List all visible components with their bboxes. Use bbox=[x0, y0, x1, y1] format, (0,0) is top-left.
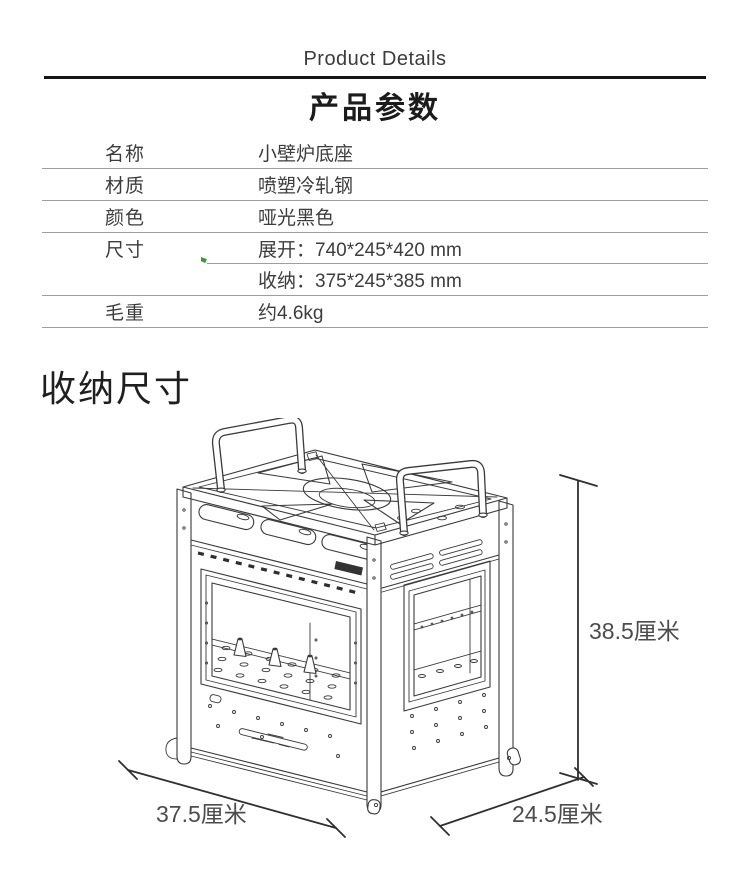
right-window-interior bbox=[414, 577, 481, 678]
depth-dimension-line bbox=[430, 767, 594, 836]
left-foot bbox=[165, 737, 178, 760]
front-lower-rivets bbox=[208, 704, 340, 758]
spec-value: 哑光黑色 bbox=[258, 208, 335, 229]
right-handle bbox=[395, 459, 488, 536]
height-dimension-label: 38.5厘米 bbox=[589, 618, 680, 644]
side-tab bbox=[209, 694, 222, 704]
section-eyebrow: Product Details bbox=[303, 48, 447, 70]
spec-row-size: 尺寸 展开：740*245*420 mm 收纳：375*245*385 mm bbox=[42, 233, 708, 296]
spec-row-weight: 毛重 约4.6kg bbox=[42, 296, 708, 328]
depth-dimension-label: 24.5厘米 bbox=[512, 801, 603, 827]
spec-label: 毛重 bbox=[105, 303, 146, 324]
brand-badge bbox=[334, 561, 363, 576]
width-dimension-label: 37.5厘米 bbox=[156, 801, 247, 827]
window-frame-rivets bbox=[205, 601, 357, 685]
spec-value-folded: 收纳：375*245*385 mm bbox=[258, 271, 462, 292]
spec-size-values: 展开：740*245*420 mm 收纳：375*245*385 mm bbox=[258, 233, 708, 295]
storage-section-heading: 收纳尺寸 bbox=[40, 368, 193, 409]
spec-value: 约4.6kg bbox=[258, 303, 324, 324]
right-face bbox=[380, 539, 500, 797]
size-sub-divider bbox=[207, 263, 708, 264]
spec-label: 颜色 bbox=[105, 208, 146, 229]
spec-row-name: 名称 小壁炉底座 bbox=[42, 137, 708, 169]
spec-table: 名称 小壁炉底座 材质 喷塑冷轧钢 颜色 哑光黑色 尺寸 展开：740*245*… bbox=[42, 137, 708, 328]
front-face bbox=[190, 504, 378, 801]
spec-value-unfolded: 展开：740*245*420 mm bbox=[258, 240, 462, 261]
spec-label: 尺寸 bbox=[105, 240, 146, 261]
green-tick-mark bbox=[201, 257, 207, 263]
spec-label: 名称 bbox=[105, 144, 146, 165]
storage-size-drawing-area: 38.5厘米 37.5厘米 24.5厘米 bbox=[100, 418, 700, 863]
cone-feet bbox=[233, 637, 317, 675]
front-window-interior bbox=[212, 622, 350, 701]
spec-row-material: 材质 喷塑冷轧钢 bbox=[42, 169, 708, 201]
spec-value: 喷塑冷轧钢 bbox=[258, 176, 354, 197]
corner-posts bbox=[165, 488, 514, 813]
top-plate bbox=[182, 449, 508, 546]
spec-row-color: 颜色 哑光黑色 bbox=[42, 201, 708, 233]
left-handle bbox=[211, 418, 307, 493]
header-rule bbox=[44, 76, 706, 79]
front-latch bbox=[238, 728, 308, 751]
width-dimension-line bbox=[118, 760, 346, 838]
bottom-latches bbox=[367, 747, 521, 815]
spec-label: 材质 bbox=[105, 176, 146, 197]
page-title: 产品参数 bbox=[309, 92, 441, 125]
right-lower-rivets bbox=[410, 693, 488, 750]
stove-base-wireframe-drawing: 38.5厘米 37.5厘米 24.5厘米 bbox=[118, 418, 680, 838]
spec-value: 小壁炉底座 bbox=[258, 144, 354, 165]
